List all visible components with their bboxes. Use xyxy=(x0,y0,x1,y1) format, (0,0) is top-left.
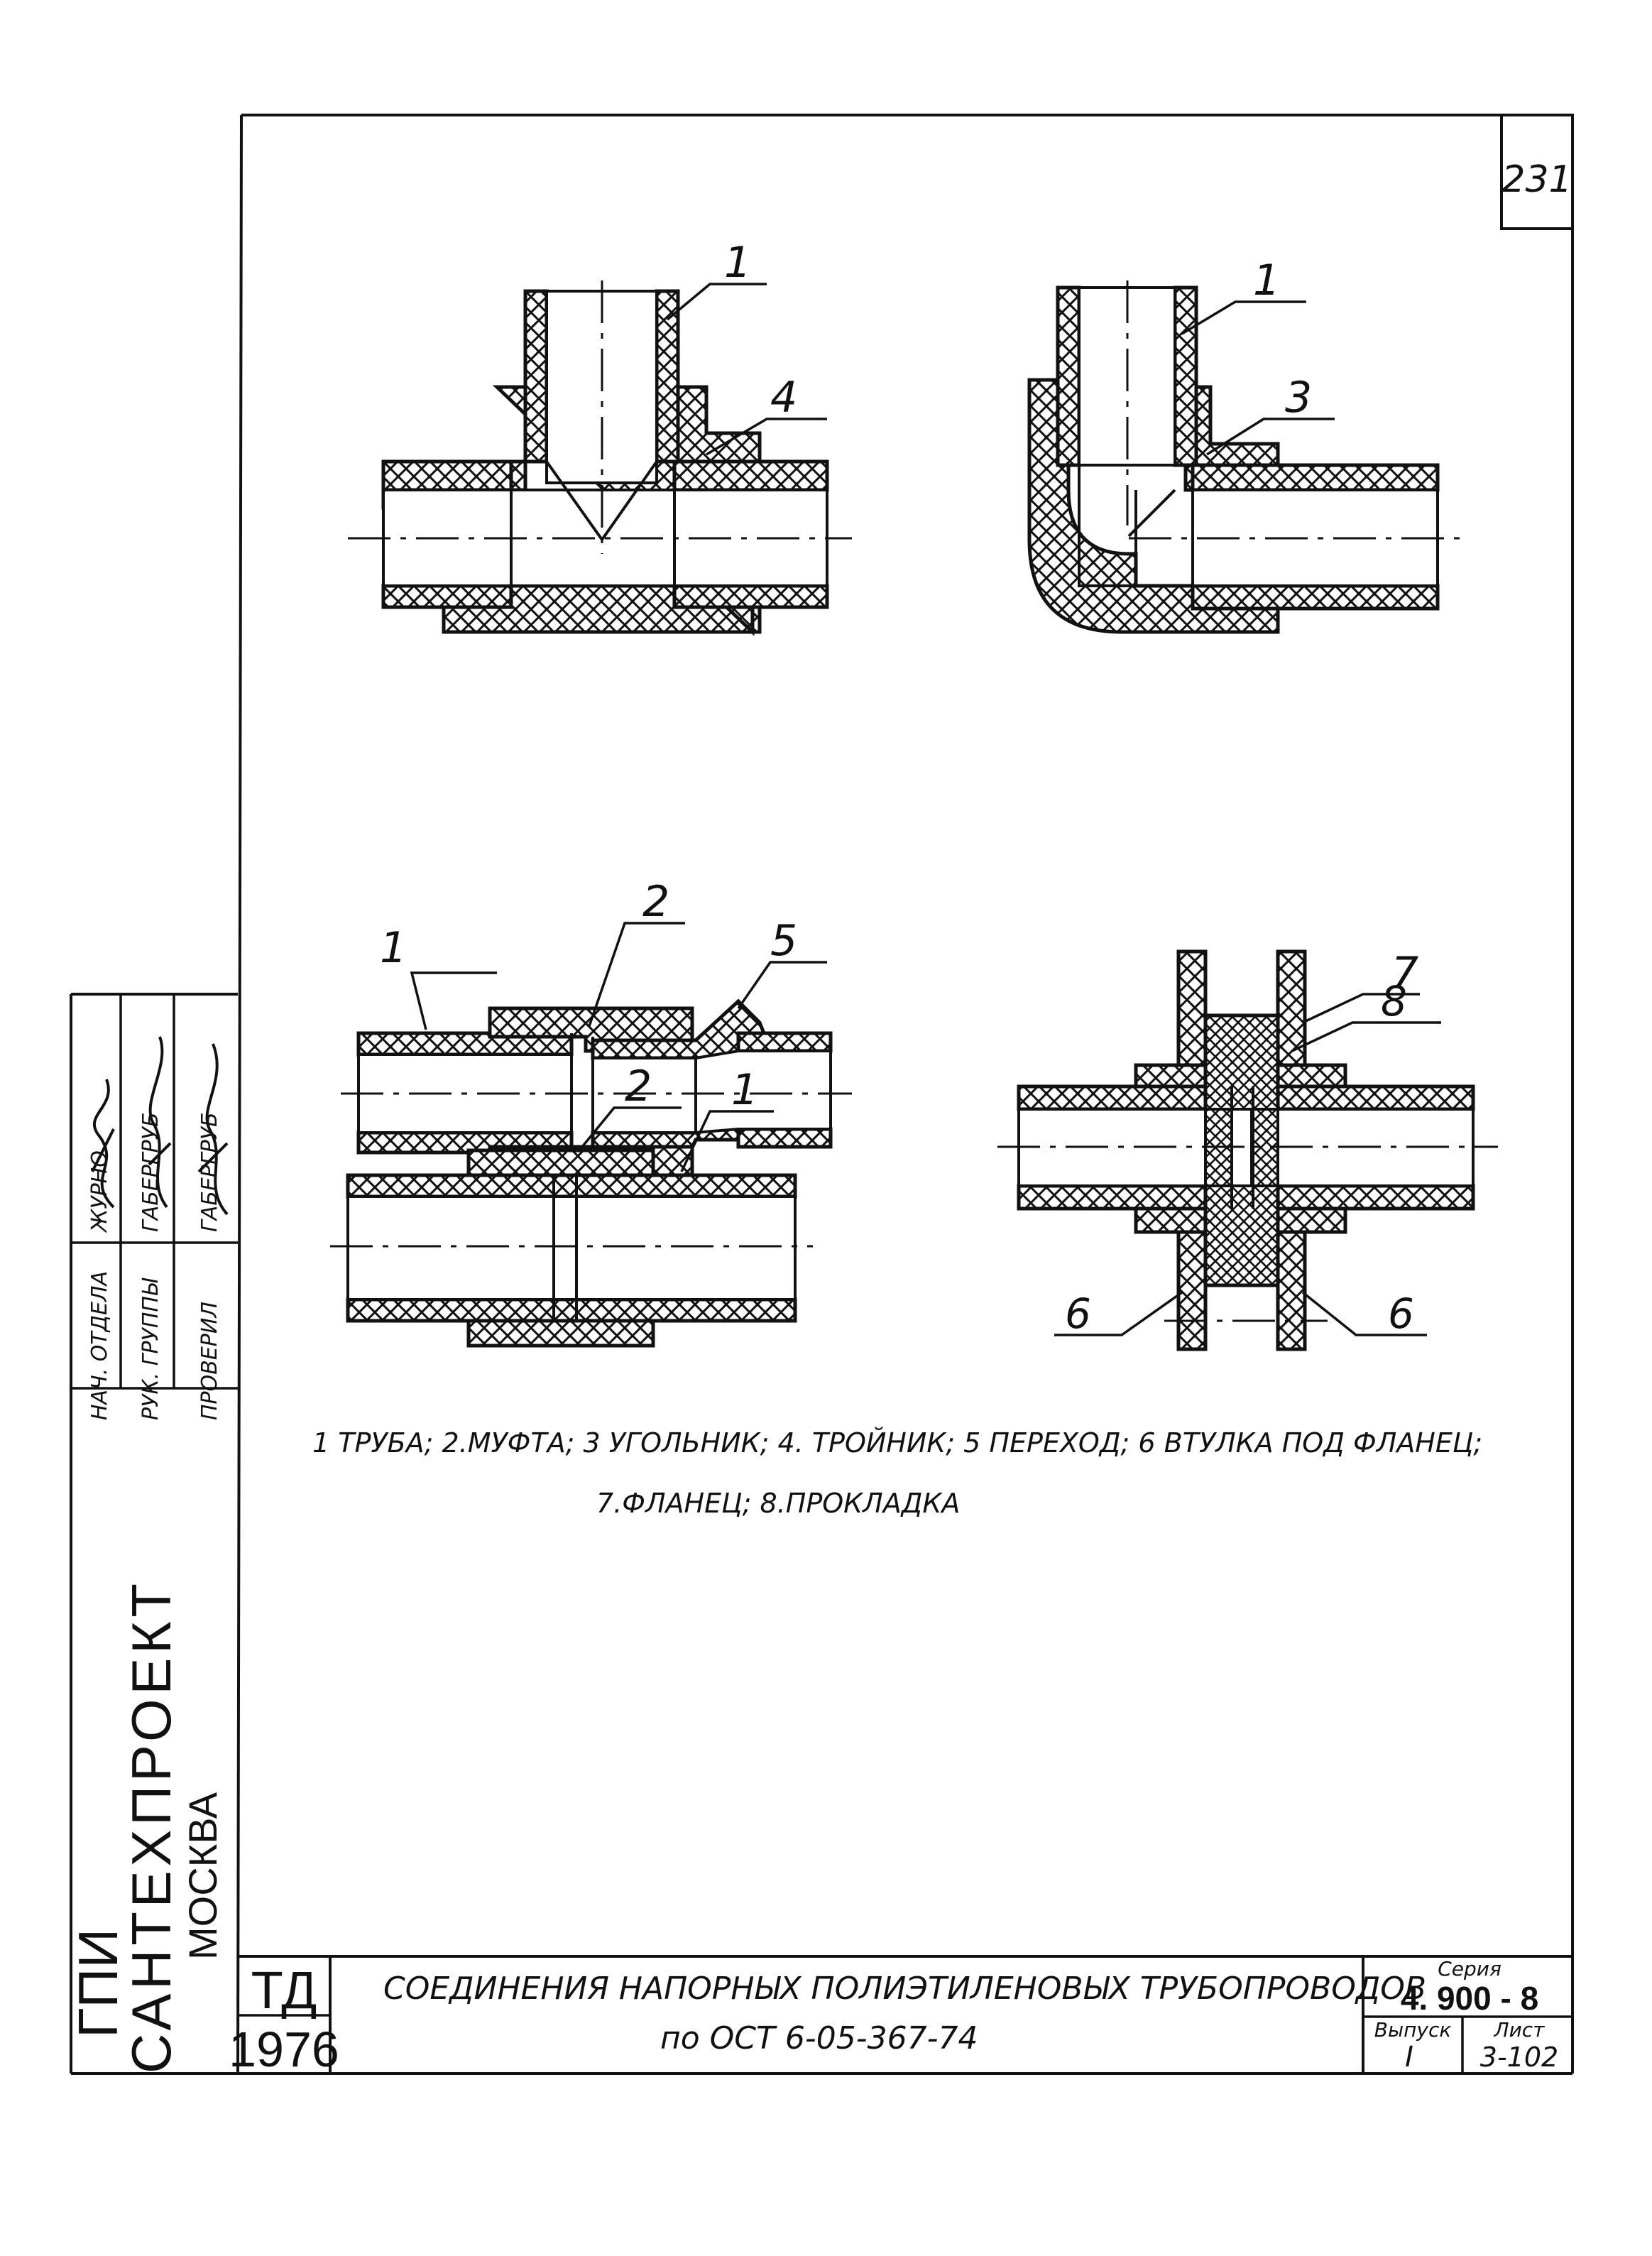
legend-line-2: 7.ФЛАНЕЦ; 8.ПРОКЛАДКА xyxy=(596,1488,960,1519)
sleeve-right-callout: 6 xyxy=(1388,1290,1414,1338)
sheet-number: 231 xyxy=(1501,158,1572,201)
flange-assembly: 7 8 6 6 xyxy=(997,948,1498,1351)
tee-assembly: 1 4 xyxy=(348,238,852,636)
role-head-of-dept: НАЧ. ОТДЕЛА xyxy=(87,1271,112,1420)
coupling-callout: 2 xyxy=(625,1062,652,1111)
doc-code: ТД xyxy=(251,1961,317,2020)
elbow-horizontal-pipe xyxy=(1191,463,1440,492)
org-line-3: МОСКВА xyxy=(180,1792,225,1960)
elbow-vertical-pipe xyxy=(1056,285,1081,467)
sheet-frame: 2 3 1 xyxy=(71,114,1574,2075)
reducer-assembly: 1 2 5 xyxy=(341,877,852,1181)
elbow-assembly: 1 3 xyxy=(1027,256,1470,634)
elbow-pipe-callout: 1 xyxy=(1253,256,1280,305)
flange-callout: 7 xyxy=(1391,948,1418,998)
title-block: ТД 1976 СОЕДИНЕНИЯ НАПОРНЫХ ПОЛИЭТИЛЕНОВ… xyxy=(229,1955,1572,2077)
drawing-subtitle: по ОСТ 6-05-367-74 xyxy=(660,2020,978,2056)
tee-pipe-callout: 1 xyxy=(724,238,751,288)
org-line-2: САНТЕХПРОЕКТ xyxy=(120,1584,182,2074)
reducer-coupling-callout: 2 xyxy=(642,877,669,927)
coupling-pipe xyxy=(346,1173,797,1199)
tee-run-pipe-bottom-wall xyxy=(381,584,513,609)
elbow-fitting xyxy=(1027,378,1280,634)
reducer-pipe-callout: 1 xyxy=(380,923,407,973)
coupling-assembly: 2 1 xyxy=(330,1062,813,1348)
tee-fitting-callout: 4 xyxy=(770,373,797,423)
issue-value: I xyxy=(1405,2041,1413,2074)
role-checked: ПРОВЕРИЛ xyxy=(197,1302,222,1420)
legend: 1 ТРУБА; 2.МУФТА; 3 УГОЛЬНИК; 4. ТРОЙНИК… xyxy=(312,1427,1482,1519)
series-label: Серия xyxy=(1438,1957,1501,1980)
coupling-pipe-callout: 1 xyxy=(731,1065,758,1115)
sheet-code: 3-102 xyxy=(1480,2042,1558,2073)
tee-run-pipe-top-wall xyxy=(381,459,513,492)
tee-branch-pipe xyxy=(523,289,549,464)
sleeve-left-callout: 6 xyxy=(1065,1290,1091,1338)
coupling-sleeve xyxy=(466,1148,655,1177)
series-value: 4. 900 - 8 xyxy=(1401,1980,1538,2017)
drawing-title: СОЕДИНЕНИЯ НАПОРНЫХ ПОЛИЭТИЛЕНОВЫХ ТРУБО… xyxy=(383,1971,1426,2007)
side-stamp: НАЧ. ОТДЕЛА РУК. ГРУППЫ ПРОВЕРИЛ ЖУРНО Г… xyxy=(67,993,238,2074)
elbow-fitting-callout: 3 xyxy=(1285,373,1312,423)
signature-3 xyxy=(197,1043,229,1216)
name-group-lead: ГАБЕРГРУБ xyxy=(138,1112,163,1232)
legend-line-1: 1 ТРУБА; 2.МУФТА; 3 УГОЛЬНИК; 4. ТРОЙНИК… xyxy=(312,1427,1482,1459)
name-head-of-dept: ЖУРНО xyxy=(87,1150,112,1233)
issue-label: Выпуск xyxy=(1374,2018,1452,2042)
role-group-lead: РУК. ГРУППЫ xyxy=(138,1277,163,1420)
flange-left xyxy=(1176,949,1208,1067)
org-line-1: ГПИ xyxy=(67,1929,129,2038)
reducer-transition-callout: 5 xyxy=(770,916,797,966)
doc-year: 1976 xyxy=(229,2022,339,2077)
gasket-callout: 8 xyxy=(1381,977,1407,1025)
signature-2 xyxy=(148,1036,172,1209)
signature-1 xyxy=(91,1079,115,1209)
sheet-label: Лист xyxy=(1494,2018,1546,2042)
